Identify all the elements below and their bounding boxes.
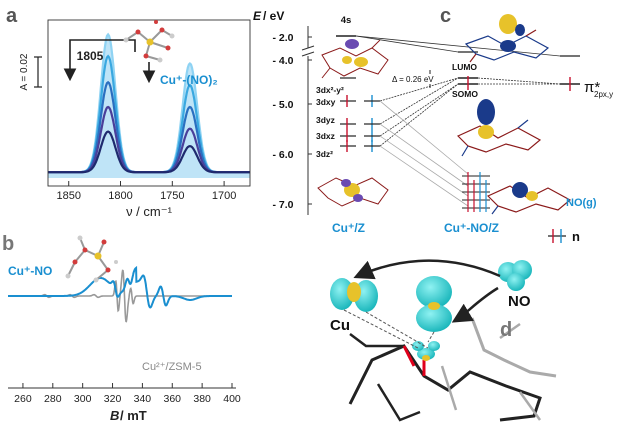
orbital-lumo-picture xyxy=(464,14,550,63)
cu-no-z-levels xyxy=(462,172,490,212)
ir-x-tick-label: 1750 xyxy=(160,190,184,202)
epr-x-tick-label: 400 xyxy=(223,393,241,405)
d-electron-spins xyxy=(346,95,380,152)
orbital-dxz: 3dxz xyxy=(316,131,335,141)
lumo-somo-levels xyxy=(458,76,478,90)
no-label: NO xyxy=(508,293,531,310)
cu-d-levels xyxy=(340,77,356,147)
energy-tick-2: - 2.0 xyxy=(272,32,293,44)
ir-spectrum-chart: 1850 1800 1750 1700 ν / cm⁻¹ xyxy=(47,19,251,219)
panel-a-letter: a xyxy=(6,5,18,27)
orbital-dx2y2: 3dx²-y² xyxy=(316,85,344,95)
ir-x-tick-label: 1850 xyxy=(56,190,80,202)
epr-series-cu2-zsm5 xyxy=(8,269,232,323)
energy-axis xyxy=(301,26,315,215)
epr-x-axis-unit: / mT xyxy=(120,408,147,423)
species-label-cu-no2: Cu⁺-(NO)₂ xyxy=(160,73,218,87)
no-molecule-icon xyxy=(498,260,532,291)
orbital-somo-picture xyxy=(456,99,542,157)
zeolite-framework xyxy=(348,317,557,422)
n-label: n xyxy=(572,229,580,244)
epr-x-tick-label: 260 xyxy=(14,393,32,405)
cu-label: Cu xyxy=(330,317,350,334)
ir-series-line xyxy=(48,105,250,174)
correlation-lines xyxy=(355,35,561,207)
epr-x-tick-label: 360 xyxy=(164,393,182,405)
ir-x-axis-label: ν / cm⁻¹ xyxy=(126,204,173,219)
orbital-dxy: 3dxy xyxy=(316,97,336,107)
panel-d-arrows xyxy=(343,259,501,349)
nog-label: NO(g) xyxy=(566,197,597,209)
orbital-dyz: 3dyz xyxy=(316,115,335,125)
pi-star-label: π* xyxy=(584,79,600,96)
pi-star-level xyxy=(560,77,580,91)
ir-series-line xyxy=(48,80,250,174)
cu-z-orbital-upper xyxy=(321,39,389,79)
ir-series-line xyxy=(48,130,250,174)
epr-x-axis-var: B xyxy=(110,408,119,423)
epr-x-tick-label: 300 xyxy=(74,393,92,405)
ir-x-tick-label: 1700 xyxy=(212,190,236,202)
energy-axis-unit: / eV xyxy=(263,9,284,23)
cu-site-orbital xyxy=(412,341,440,361)
orbital-dz2: 3dz² xyxy=(316,149,333,159)
epr-x-tick-label: 340 xyxy=(134,393,152,405)
cu-no-structure xyxy=(65,235,118,283)
cu-orbital-zoom xyxy=(330,278,378,312)
cu-no-z-label: Cu⁺-NO/Z xyxy=(444,221,499,235)
epr-x-tick-label: 320 xyxy=(104,393,122,405)
epr-x-tick-label: 280 xyxy=(44,393,62,405)
spin-legend-icon xyxy=(548,229,566,243)
species-label-cu-no: Cu⁺-NO xyxy=(8,264,52,278)
epr-series-cu-no xyxy=(8,265,232,309)
peak-label-1805: 1805 xyxy=(77,49,104,63)
no-orbital-zoom xyxy=(416,276,452,332)
energy-axis-var: E xyxy=(253,9,262,23)
ir-plot-frame xyxy=(47,19,251,187)
energy-tick-4: - 4.0 xyxy=(272,55,293,67)
pi-star-subscript: 2px,y xyxy=(594,90,613,99)
panel-c-letter: c xyxy=(440,5,451,27)
delta-gap-label: Δ = 0.26 eV xyxy=(392,75,434,84)
somo-label: SOMO xyxy=(452,89,478,99)
peak-pointer-1805 xyxy=(63,39,136,82)
energy-tick-6: - 6.0 xyxy=(272,149,293,161)
level-4s-label: 4s xyxy=(341,15,352,26)
cu-z-label: Cu⁺/Z xyxy=(332,221,365,235)
epr-x-tick-label: 380 xyxy=(193,393,211,405)
lumo-label: LUMO xyxy=(452,62,477,72)
ir-x-tick-label: 1800 xyxy=(108,190,132,202)
panel-d-letter: d xyxy=(500,319,512,341)
cu-no2-structure xyxy=(123,20,175,63)
scale-label: A = 0.02 xyxy=(19,53,30,90)
energy-tick-7: - 7.0 xyxy=(272,199,293,211)
panel-b-letter: b xyxy=(2,233,14,255)
panel-a-scale-bar xyxy=(34,56,42,88)
orbital-nog-picture xyxy=(486,182,572,215)
cu-z-orbital-lower xyxy=(317,177,389,207)
species-label-cu2-zsm5: Cu²⁺/ZSM-5 xyxy=(142,361,202,373)
energy-tick-5: - 5.0 xyxy=(272,99,293,111)
